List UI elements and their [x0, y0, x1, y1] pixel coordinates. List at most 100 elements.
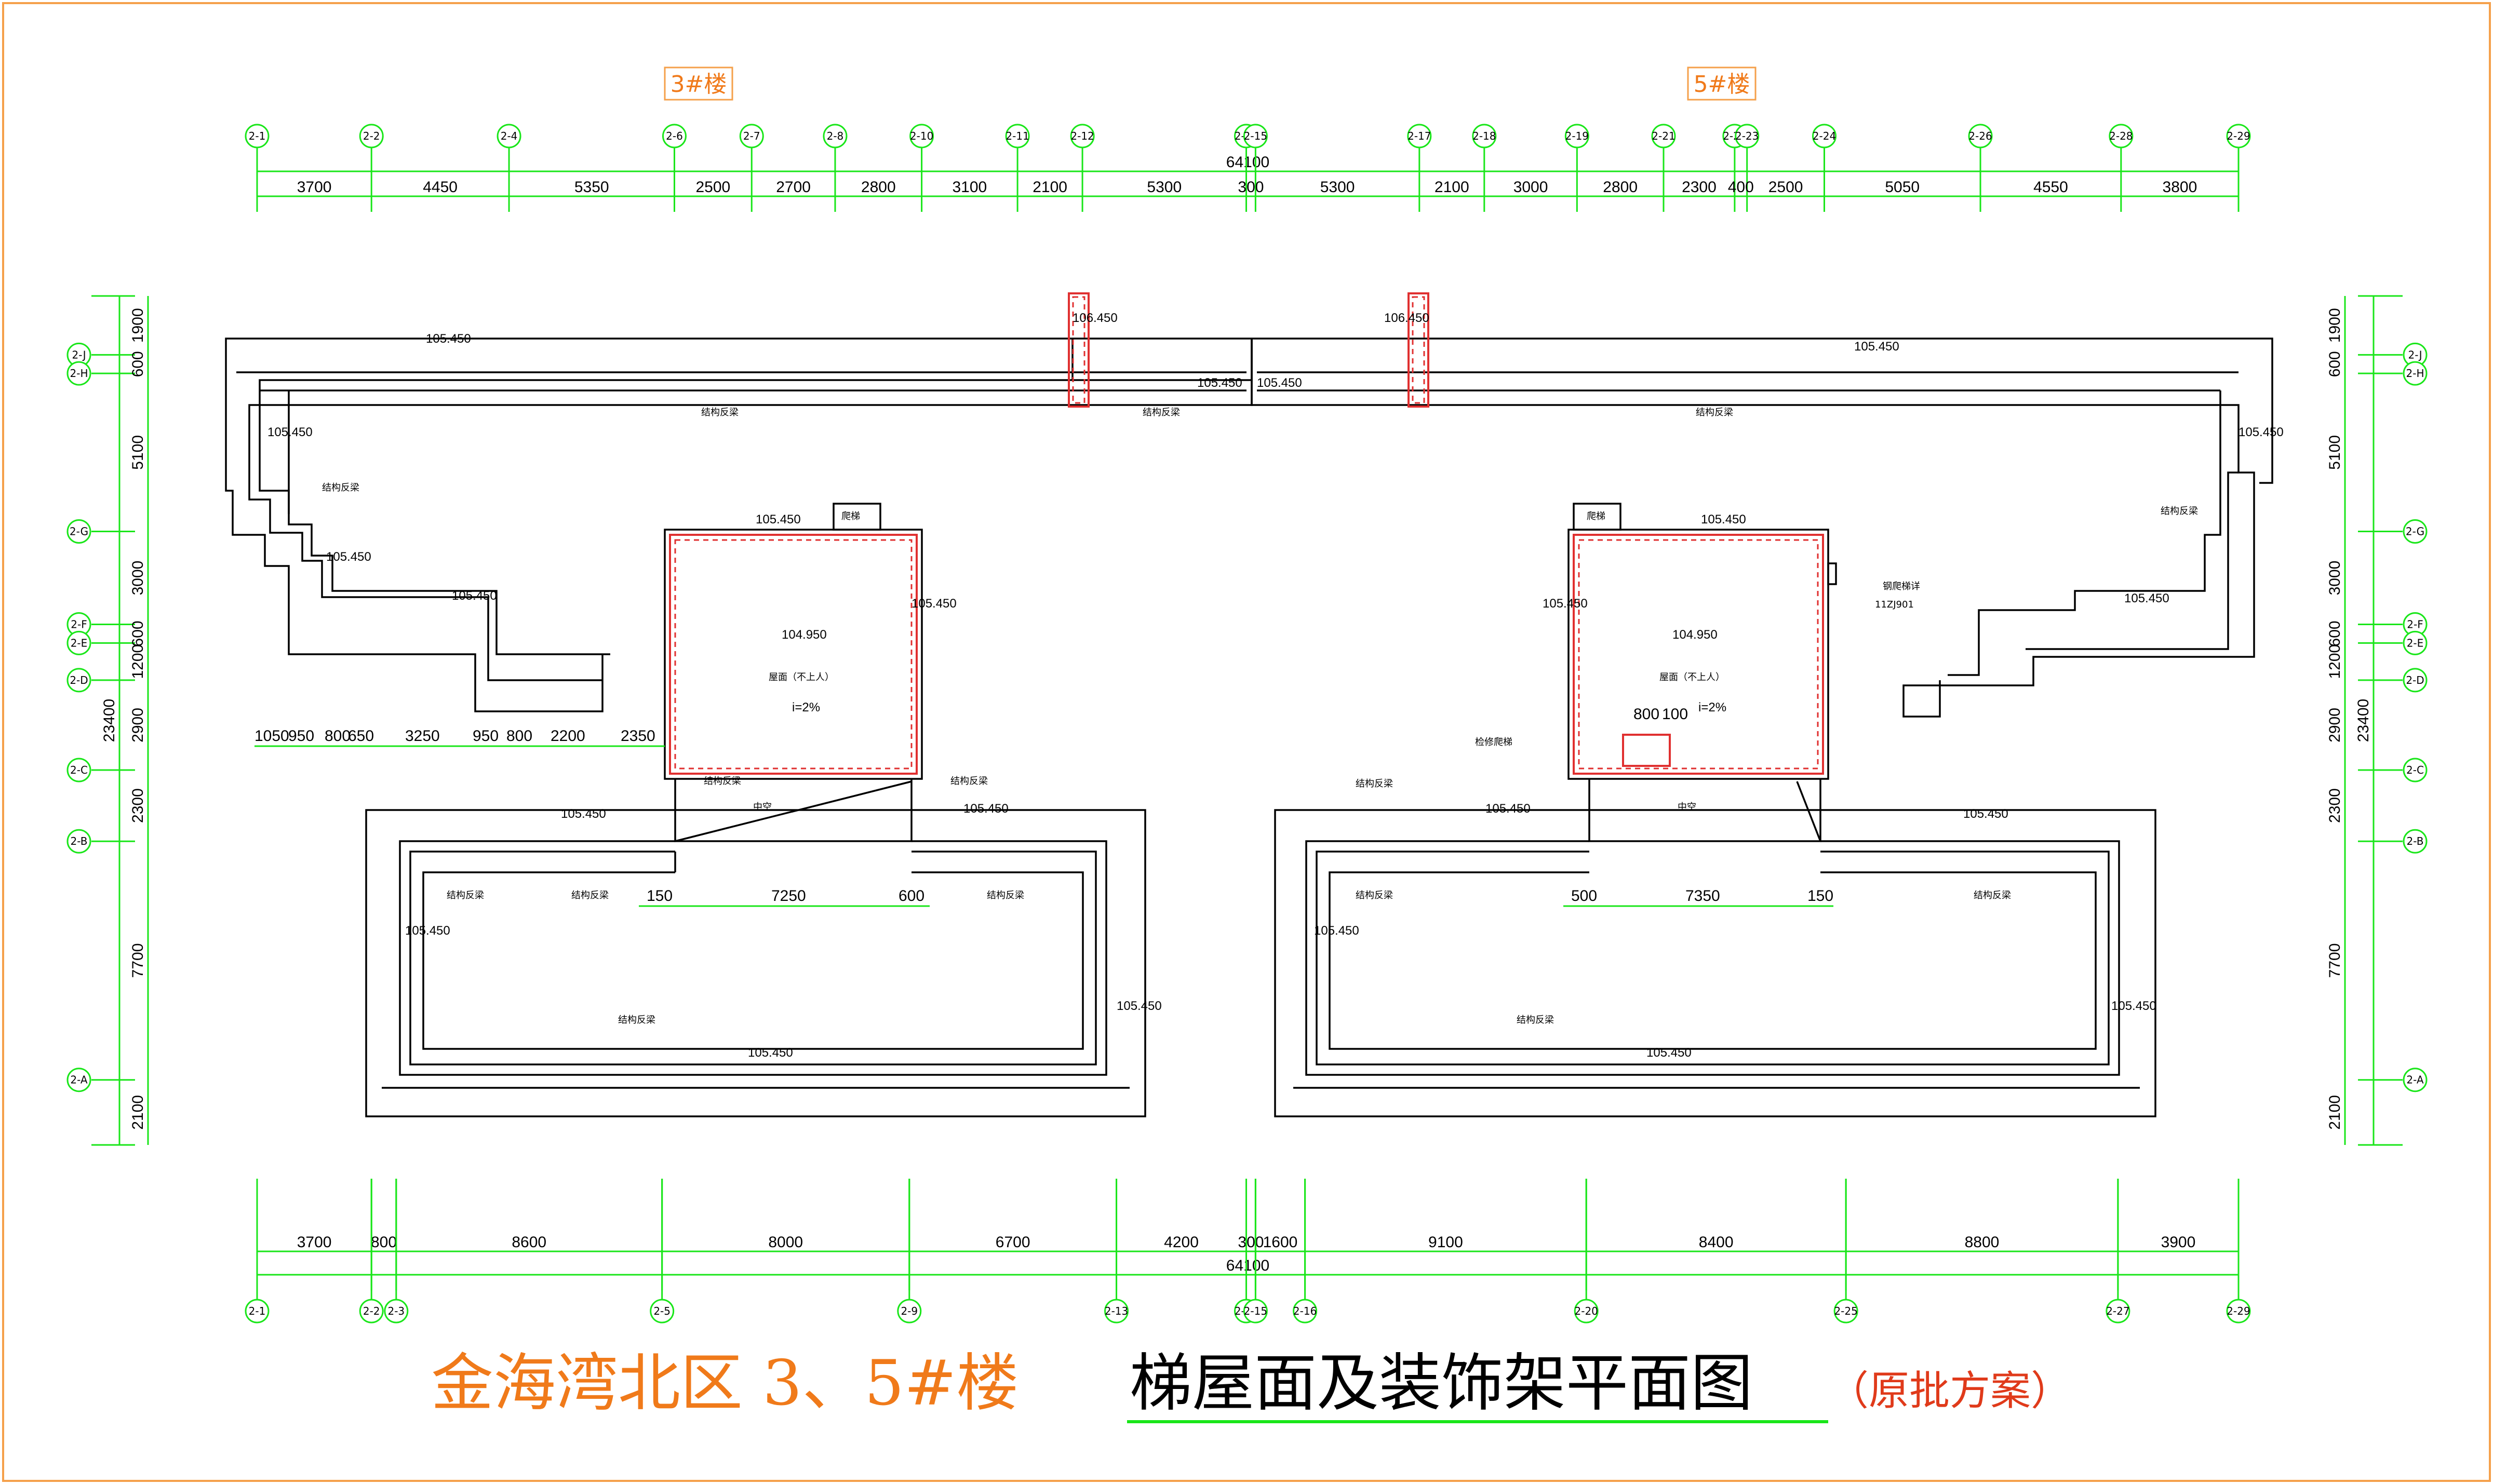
top-axis-bubble-11	[1407, 124, 1432, 149]
building-5-box	[1687, 66, 1757, 101]
right-annotations: 105.450 106.450 105.450 105.450 105.450 …	[1257, 311, 2284, 1060]
right-axis-bubble-1	[2403, 361, 2428, 386]
steel-ladder-mark	[1827, 562, 1837, 585]
top-axis-label-14: 2-21	[1652, 130, 1675, 142]
top-axis-bubble-1	[359, 124, 384, 149]
level-right-roof: 104.950	[1672, 628, 1718, 642]
left-axis-label-3: 2-F	[71, 618, 87, 631]
left-axis-bubble-1	[66, 361, 91, 386]
beam-note-left-3: 结构反梁	[322, 482, 359, 493]
right-dim-4: 600	[2326, 620, 2343, 646]
level-left-lower-1: 105.450	[561, 807, 606, 821]
left-frame-inner-right	[1073, 339, 1253, 381]
top-axis-bubble-19	[2109, 124, 2134, 149]
top-dim-6: 3100	[952, 179, 987, 196]
level-right-roof-side: 105.450	[1543, 597, 1588, 611]
beam-note-right-2: 结构反梁	[2161, 506, 2198, 517]
right-hatch-dim: 800	[1633, 706, 1659, 723]
beam-note-left-6: 结构反梁	[447, 890, 484, 901]
right-dim-1: 600	[2326, 351, 2343, 377]
title-main-part: 梯屋面及装饰架平面图	[1130, 1347, 1753, 1420]
level-right-frame: 106.450	[1384, 311, 1429, 325]
top-axis-bubble-13	[1564, 124, 1589, 149]
level-left-top: 105.450	[426, 332, 471, 346]
stair-roof-right-inner	[1578, 539, 1819, 770]
building-5-plan	[1251, 292, 2273, 1117]
top-dim-2: 5350	[574, 179, 609, 196]
level-left-stair2: 105.450	[452, 589, 497, 603]
left-annotations: 105.450 106.450 105.450 105.450 105.450 …	[267, 311, 1242, 1060]
top-axis-label-16: 2-23	[1735, 130, 1759, 142]
stair-roof-left	[664, 529, 923, 780]
drawing-title: 金海湾北区 3、5#楼 梯屋面及装饰架平面图 （原批方案）	[431, 1347, 2071, 1423]
beam-note-right-5: 结构反梁	[1974, 890, 2011, 901]
right-axis-bubble-4	[2403, 630, 2428, 655]
right-axis-label-8: 2-A	[2406, 1074, 2424, 1086]
frame-post-right	[1408, 292, 1429, 408]
top-dim-14: 2300	[1682, 179, 1717, 196]
top-axis-bubble-3	[662, 124, 687, 149]
level-right-top: 105.450	[1854, 340, 1899, 354]
top-axis-label-10: 2-15	[1244, 130, 1267, 142]
right-axis-label-7: 2-B	[2407, 835, 2424, 847]
right-axis-bubble-7	[2403, 829, 2428, 854]
hatch-note-right: 爬梯	[1587, 511, 1605, 522]
top-axis-label-4: 2-7	[743, 130, 760, 142]
right-hatch-dim2: 100	[1662, 706, 1688, 723]
stair-roof-right-parapet	[1573, 534, 1824, 775]
right-dimension-chain: 1900600510030006001200290023007700210023…	[2326, 295, 2428, 1146]
beam-note-left-5: 结构反梁	[571, 890, 609, 901]
bottom-axis-label-2: 2-3	[387, 1305, 405, 1317]
right-axis-label-3: 2-F	[2407, 618, 2423, 631]
bottom-axis-bubble-9	[1574, 1299, 1599, 1324]
left-dim-1: 600	[129, 351, 146, 377]
building-3-box	[664, 66, 733, 101]
left-frame-inner	[259, 339, 1074, 655]
level-right-lower-5: 105.450	[1646, 1046, 1692, 1060]
right-dim-8: 7700	[2326, 943, 2343, 978]
top-axis-label-2: 2-4	[501, 130, 518, 142]
top-axis-bubble-12	[1472, 124, 1497, 149]
right-dim-6: 2900	[2326, 708, 2343, 743]
level-right-lower-1: 105.450	[1485, 802, 1531, 816]
left-dim-8: 7700	[129, 943, 146, 978]
frame-post-left-inner	[1072, 296, 1085, 404]
right-axis-label-6: 2-C	[2406, 764, 2424, 776]
left-axis-label-8: 2-A	[70, 1074, 88, 1086]
access-hatch-right	[1622, 734, 1671, 767]
right-dim-3: 3000	[2326, 561, 2343, 596]
steel-ladder-ref: 11ZJ901	[1875, 599, 1914, 610]
bottom-row-dim-1: 7250	[771, 887, 806, 905]
top-dim-10: 5300	[1320, 179, 1355, 196]
top-dim-9: 300	[1238, 179, 1264, 196]
top-axis-bubble-6	[909, 124, 934, 149]
left-total: 23400	[101, 699, 118, 742]
left-axis-bubble-2	[66, 519, 91, 544]
stair-roof-left-inner	[674, 539, 913, 770]
left-axis-bubble-5	[66, 668, 91, 693]
level-right-roof-top: 105.450	[1701, 512, 1746, 527]
level-right-top-left: 105.450	[1257, 376, 1302, 390]
bottom-axis-label-7: 2-15	[1244, 1305, 1267, 1317]
right-bottom-dim-1: 7350	[1685, 887, 1720, 905]
level-left-lower-5: 105.450	[748, 1046, 793, 1060]
right-stair-edge	[1948, 390, 2221, 676]
stair-roof-right	[1567, 529, 1829, 780]
stair-row-dim-1: 950	[288, 727, 314, 745]
right-axis-label-1: 2-H	[2406, 367, 2424, 380]
bottom-axis-label-5: 2-13	[1105, 1305, 1128, 1317]
right-axis-label-5: 2-D	[2406, 674, 2424, 686]
left-dim-3: 3000	[129, 561, 146, 596]
stair-row-dim-4: 3250	[405, 727, 440, 745]
frame-post-left	[1068, 292, 1090, 408]
top-axis-label-5: 2-8	[827, 130, 844, 142]
top-axis-label-17: 2-24	[1813, 130, 1836, 142]
building-3-label: 3#楼	[671, 71, 727, 98]
level-left-roof-side: 105.450	[912, 597, 957, 611]
bottom-axis-bubble-4	[897, 1299, 922, 1324]
level-right-side: 105.450	[2239, 425, 2284, 439]
bottom-axis-bubble-10	[1833, 1299, 1858, 1324]
top-dim-13: 2800	[1603, 179, 1638, 196]
gutter-note-left: 中空	[753, 802, 772, 813]
